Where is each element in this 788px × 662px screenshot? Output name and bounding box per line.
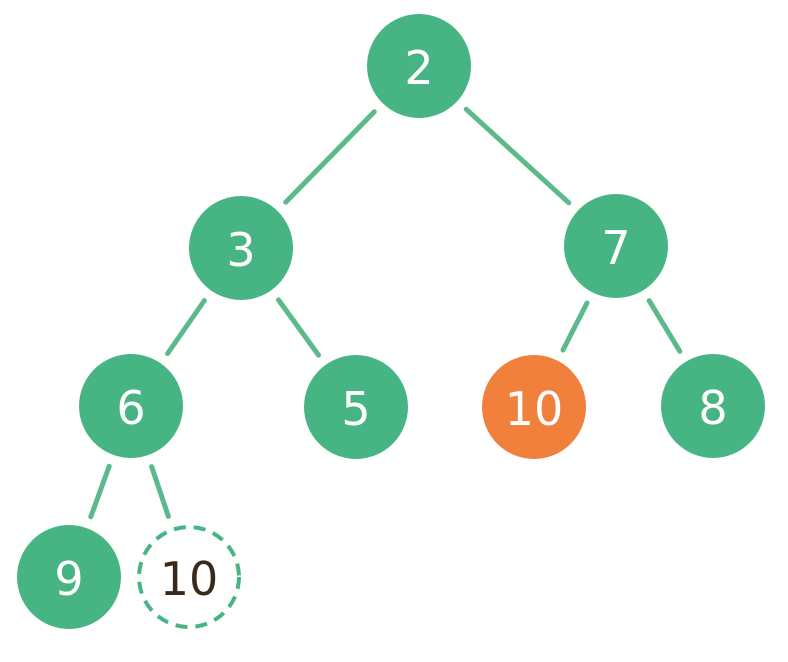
node-circle — [17, 525, 121, 629]
node-circle — [189, 196, 293, 300]
edge-n7-n10 — [560, 300, 590, 353]
node-label: 10 — [505, 382, 564, 436]
node-circle — [304, 355, 408, 459]
edge-n7-n8 — [646, 298, 683, 354]
edge-n2-n7 — [463, 106, 572, 206]
tree-node-n6: 6 — [79, 354, 183, 458]
tree-node-n9: 9 — [17, 525, 121, 629]
node-label: 7 — [601, 221, 630, 275]
node-circle — [661, 354, 765, 458]
node-circle — [367, 14, 471, 118]
node-label: 6 — [116, 381, 145, 435]
tree-node-n10b: 10 — [137, 525, 241, 629]
tree-node-n7: 7 — [564, 194, 668, 298]
tree-node-n8: 8 — [661, 354, 765, 458]
node-circle — [482, 355, 586, 459]
node-circle — [564, 194, 668, 298]
edge-n6-n10b — [149, 464, 171, 519]
edges-layer — [88, 106, 683, 520]
node-label: 3 — [226, 223, 255, 277]
node-label: 8 — [698, 381, 727, 435]
edge-n2-n3 — [283, 109, 377, 205]
tree-node-n2: 2 — [367, 14, 471, 118]
nodes-layer: 2 3 7 6 5 10 8 9 10 — [17, 14, 765, 629]
tree-node-n5: 5 — [304, 355, 408, 459]
node-circle — [79, 354, 183, 458]
edge-n3-n5 — [276, 297, 321, 358]
edge-n3-n6 — [165, 298, 207, 356]
tree-node-n3: 3 — [189, 196, 293, 300]
node-label: 5 — [341, 382, 370, 436]
node-circle — [137, 525, 241, 629]
edge-n6-n9 — [88, 463, 112, 520]
node-label: 2 — [404, 41, 433, 95]
node-label: 9 — [54, 552, 83, 606]
node-label: 10 — [160, 552, 219, 606]
tree-node-n10: 10 — [482, 355, 586, 459]
